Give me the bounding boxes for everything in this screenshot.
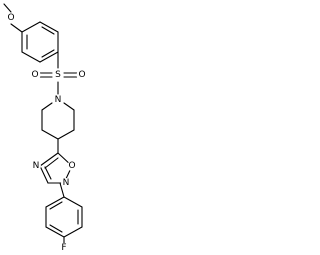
ring1-double-2 [41,49,55,58]
f-fluorine-label: F [61,243,66,253]
piperidine-ring [41,102,75,140]
o-sulfonyl-right-label: O [78,70,85,80]
ring1-bond-e [21,51,41,63]
n-oxadiazole-left-bg [31,161,41,171]
pip-bond-b [63,102,75,111]
oxa-bond-n-c5 [39,152,59,167]
bond-methyl-o [3,3,12,13]
ring1-bond-a [21,21,41,33]
ring1-bond-d [39,51,59,63]
n-piperidine-bg [52,94,64,106]
bond-o-aryl [10,23,23,33]
methoxy-group [3,3,23,33]
o-sulfonyl-left-label: O [31,70,38,80]
s-sulfonyl-label: S [55,70,61,80]
ring2-double-3 [49,201,63,210]
n-oxadiazole-right-label: N [63,178,70,188]
o-sulfonyl-right-bg [76,69,88,81]
pip-bond-e [41,129,59,140]
ring2-double-2 [49,224,63,233]
oxa-double-1 [44,157,59,169]
ring2-bond-c [63,226,83,238]
o-methoxy-label: O [7,13,14,23]
f-fluorine-bg [59,243,69,253]
ring2-bond-f [45,196,65,208]
atom-labels: O S O O N O N N F [6,13,88,253]
pip-bond-d [57,129,75,140]
ring1-double-1 [41,26,55,35]
n-oxadiazole-left-label: N [33,161,40,171]
n-piperidine-label: N [55,95,62,105]
oxa-double-2 [44,166,52,180]
o-sulfonyl-left-bg [29,69,41,81]
o-oxadiazole-bg [67,161,77,171]
fluorophenyl-ring [45,196,83,238]
ring2-bond-d [45,226,65,238]
methoxyphenyl-ring [21,21,59,63]
ring2-bond-a [63,196,83,208]
bond-oxadiazole-aryl [59,182,65,198]
n-oxadiazole-right-bg [61,178,71,188]
o-methoxy-bg [6,13,16,23]
ring1-bond-b [39,21,59,33]
oxa-bond-c3-n [39,165,49,184]
o-oxadiazole-label: O [68,161,75,171]
pip-bond-a [41,102,53,111]
s-sulfonyl-bg [52,69,64,81]
chemical-structure: O S O O N O N N F [3,3,88,253]
